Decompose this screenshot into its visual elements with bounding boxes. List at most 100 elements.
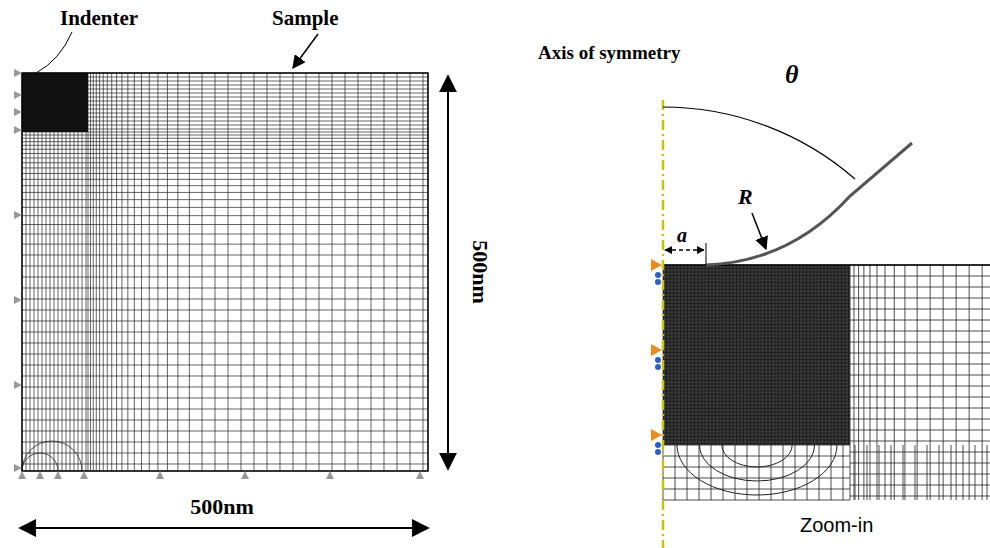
mesh-line <box>843 445 844 500</box>
mesh-line <box>663 412 850 413</box>
mesh-line <box>663 422 850 423</box>
angle-label: θ <box>785 60 799 89</box>
mesh-line <box>663 391 850 392</box>
mesh-line <box>663 293 850 294</box>
mesh-line <box>845 265 846 445</box>
annotations <box>20 32 912 548</box>
mesh-line <box>22 145 428 146</box>
mesh-line <box>383 73 384 471</box>
mesh-line <box>684 265 685 445</box>
mesh-line <box>663 394 850 395</box>
radius-arrow <box>752 213 766 249</box>
mesh-line <box>141 73 142 471</box>
mesh-line <box>663 377 850 378</box>
sample-mesh <box>22 73 428 471</box>
mesh-line <box>227 73 228 471</box>
support-symbol <box>54 471 62 479</box>
mesh-line <box>867 445 868 500</box>
mesh-line <box>22 397 428 398</box>
mesh-line <box>22 244 428 245</box>
mesh-line <box>687 265 688 445</box>
mesh-line <box>750 265 751 445</box>
contact-radius-label: a <box>677 224 687 246</box>
mesh-line <box>663 384 850 385</box>
mesh-line <box>121 73 122 471</box>
mesh-line <box>663 349 850 350</box>
mesh-line <box>663 401 850 402</box>
mesh-line <box>663 342 850 343</box>
mesh-line <box>939 445 940 500</box>
mesh-line <box>715 265 716 445</box>
symmetry-axis <box>662 100 665 548</box>
mesh-line <box>292 73 293 471</box>
mesh-line <box>951 445 952 500</box>
mesh-line <box>22 364 428 365</box>
mesh-line <box>22 309 428 310</box>
axis-label: Axis of symmetry <box>538 42 680 64</box>
refined-region <box>663 265 850 445</box>
mesh-line <box>107 73 108 471</box>
mesh-line <box>663 408 850 409</box>
mesh-line <box>803 265 804 445</box>
mesh-line <box>22 463 428 464</box>
mesh-line <box>663 272 850 273</box>
support-symbol <box>326 471 334 479</box>
mesh-line <box>904 265 905 500</box>
mesh-line <box>663 331 850 332</box>
mesh-line <box>34 73 35 471</box>
mesh-line <box>850 386 990 387</box>
mesh-line <box>930 265 931 500</box>
mesh-line <box>344 73 345 471</box>
mesh-line <box>894 265 895 500</box>
mesh-line <box>663 370 850 371</box>
mesh-line <box>22 320 428 321</box>
width-dimension <box>20 527 428 529</box>
mesh-line <box>50 73 51 471</box>
mesh-line <box>663 286 850 287</box>
mesh-line <box>698 265 699 445</box>
support-symbol <box>156 471 164 479</box>
mesh-line <box>747 265 748 445</box>
mesh-line <box>813 265 814 445</box>
mesh-line <box>22 353 428 354</box>
mesh-line <box>663 440 850 441</box>
sample-arrow <box>293 34 318 68</box>
mesh-line <box>409 73 410 471</box>
mesh-line <box>850 309 990 310</box>
mesh-line <box>663 426 850 427</box>
mesh-line <box>240 73 241 471</box>
mesh-line <box>663 324 850 325</box>
mesh-line <box>22 342 428 343</box>
mesh-line <box>879 445 880 500</box>
mesh-line <box>785 265 786 445</box>
support-symbol <box>14 126 22 134</box>
mesh-line <box>850 452 990 453</box>
support-symbol <box>18 471 26 479</box>
mesh-line <box>705 265 706 445</box>
mesh-line <box>26 73 27 471</box>
contact-radius-dimension <box>665 249 704 250</box>
mesh-line <box>726 265 727 445</box>
mesh-line <box>854 265 855 500</box>
mesh-line <box>331 73 332 471</box>
mesh-line <box>663 429 850 430</box>
support-symbol <box>14 91 22 99</box>
mesh-line <box>22 419 428 420</box>
mesh-line <box>680 265 681 445</box>
support-symbol <box>651 344 662 356</box>
refined-region <box>22 73 88 132</box>
mesh-line <box>30 73 31 471</box>
mesh-line <box>149 73 150 471</box>
contact-radius-label: a <box>677 224 687 247</box>
mesh-line <box>22 153 428 154</box>
mesh-line <box>22 173 428 174</box>
mesh-line <box>850 353 990 354</box>
mesh-line <box>850 419 990 420</box>
indenter-leader <box>36 32 72 73</box>
mesh-line <box>850 463 990 464</box>
mesh-line <box>88 73 89 471</box>
mesh-line <box>22 215 428 216</box>
mesh-line <box>663 380 850 381</box>
mesh-line <box>663 268 850 269</box>
